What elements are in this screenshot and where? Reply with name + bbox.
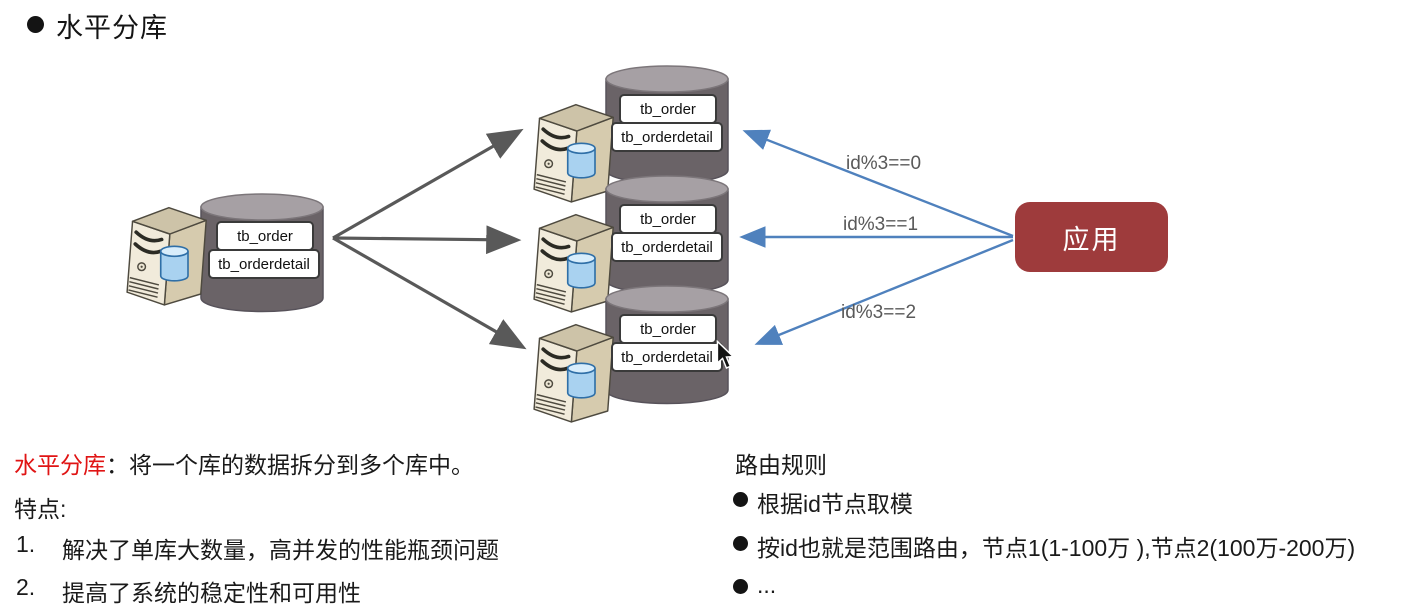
table-label: tb_orderdetail: [611, 122, 723, 152]
fanout-arrow-top: [332, 128, 524, 240]
route-label-1: id%3==1: [843, 214, 919, 235]
feature-number: 2.: [16, 574, 36, 600]
features-heading: 特点:: [14, 496, 67, 522]
application-box: 应用: [1015, 202, 1168, 272]
slide-title-row: 水平分库: [0, 0, 500, 50]
server-icon: [118, 200, 218, 308]
table-label: tb_order: [619, 94, 717, 124]
shard-database-node-2: tb_order tb_orderdetail: [522, 280, 752, 410]
shard-database-node-0: tb_order tb_orderdetail: [522, 60, 752, 190]
routing-rule-item: ...: [757, 572, 777, 598]
feature-text: 提高了系统的稳定性和可用性: [62, 580, 361, 606]
definition-term: 水平分库: [14, 452, 106, 478]
feature-text: 解决了单库大数量，高并发的性能瓶颈问题: [62, 537, 499, 563]
table-label: tb_order: [619, 314, 717, 344]
definition-rest: ：将一个库的数据拆分到多个库中。: [106, 452, 474, 478]
feature-number: 1.: [16, 531, 36, 557]
fanout-arrow-bottom: [332, 236, 527, 350]
page-title: 水平分库: [56, 13, 168, 43]
shard-database-node-1: tb_order tb_orderdetail: [522, 170, 752, 300]
fanout-arrow-middle: [332, 225, 522, 255]
routing-rule-item: 根据id节点取模: [757, 491, 913, 517]
route-label-0: id%3==0: [846, 153, 922, 174]
title-bullet-icon: [27, 16, 44, 33]
mouse-cursor-icon: [716, 340, 735, 369]
routing-rule-item: 按id也就是范围路由，节点1(1-100万 ),节点2(100万-200万): [757, 535, 1356, 561]
source-database-node: tb_order tb_orderdetail: [115, 192, 345, 322]
routing-rules-heading: 路由规则: [735, 452, 827, 478]
bullet-icon: [733, 579, 748, 594]
route-label-2: id%3==2: [841, 302, 917, 323]
table-label: tb_orderdetail: [611, 342, 723, 372]
table-label: tb_orderdetail: [611, 232, 723, 262]
definition-line: 水平分库：将一个库的数据拆分到多个库中。: [14, 446, 474, 480]
route-arrow-2: [754, 238, 1014, 345]
bullet-icon: [733, 492, 748, 507]
bullet-icon: [733, 536, 748, 551]
table-label: tb_orderdetail: [208, 249, 320, 279]
table-label: tb_order: [216, 221, 314, 251]
server-icon: [525, 317, 625, 425]
table-label: tb_order: [619, 204, 717, 234]
